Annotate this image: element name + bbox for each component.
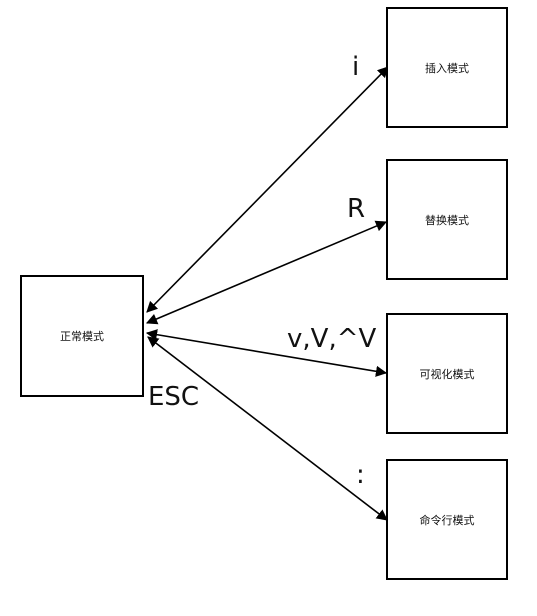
node-insert-label: 插入模式 [425,61,469,75]
edge-normal-replace [145,220,388,325]
node-normal-label: 正常模式 [60,330,104,343]
node-replace-mode: 替换模式 [386,159,508,280]
node-command-label: 命令行模式 [419,513,475,527]
node-command-mode: 命令行模式 [386,459,508,580]
node-visual-mode: 可视化模式 [386,313,508,434]
label-visual-keys: v,V,^V [287,324,377,354]
node-insert-mode: 插入模式 [386,7,508,128]
label-escape-key: ESC [148,382,200,412]
node-replace-label: 替换模式 [425,213,469,227]
edge-normal-command [147,336,388,521]
label-command-key: : [356,460,365,490]
edge-normal-insert [146,66,389,313]
node-visual-label: 可视化模式 [419,367,475,381]
node-normal-mode: 正常模式 [20,275,144,397]
label-insert-key: i [352,52,360,82]
label-replace-key: R [347,194,366,224]
